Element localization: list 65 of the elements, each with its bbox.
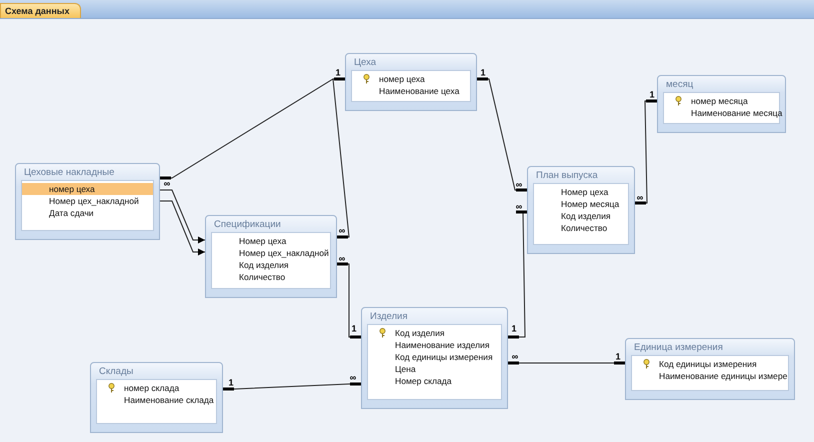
field-name: Номер склада	[395, 376, 452, 386]
cardinality-label: 1	[616, 352, 620, 362]
field-name: Количество	[561, 223, 608, 233]
cardinality-label: 1	[228, 378, 234, 388]
field-name: номер склада	[124, 383, 180, 393]
relationship-line	[336, 262, 362, 338]
relationship-line	[476, 78, 528, 192]
field-name: Номер цеха	[239, 236, 286, 246]
table-title: Цеховые накладные	[24, 167, 114, 178]
field-name: Код изделия	[395, 328, 445, 338]
table-window	[527, 166, 635, 254]
field-name: Номер цеха	[561, 187, 608, 197]
table-title: Цеха	[354, 57, 376, 68]
field-name: номер цеха	[49, 184, 95, 194]
table-title: Изделия	[370, 311, 408, 322]
table-title: Спецификации	[214, 219, 281, 230]
table-window	[15, 163, 160, 240]
field-name: номер цеха	[379, 74, 425, 84]
cardinality-label: ∞	[350, 374, 356, 382]
field-name: Наименование склада	[124, 395, 214, 405]
field-name: Количество	[239, 272, 286, 282]
field-name: Код изделия	[239, 260, 289, 270]
table-title: План выпуска	[536, 170, 598, 181]
table-window	[361, 307, 508, 409]
table-title: Склады	[99, 366, 134, 377]
table-window	[657, 75, 786, 133]
field-name: Цена	[395, 364, 416, 374]
cardinality-label: 1	[480, 68, 486, 78]
relationship-line	[506, 210, 528, 338]
cardinality-label: 1	[336, 68, 340, 78]
cardinality-label: ∞	[338, 226, 346, 236]
table-title: Единица измерения	[634, 342, 723, 353]
relationship-line	[634, 100, 658, 204]
relationship-line	[160, 190, 206, 244]
field-name: Код единицы измерения	[395, 352, 493, 362]
field-name: Номер цех_накладной	[239, 248, 329, 258]
relationship-line	[222, 382, 362, 390]
cardinality-label: 1	[650, 90, 654, 100]
relationship-line	[506, 362, 626, 364]
cardinality-label: 1	[352, 324, 356, 334]
field-name: Код изделия	[561, 211, 611, 221]
field-name: Номер цех_накладной	[49, 196, 139, 206]
field-name: Наименование изделия	[395, 340, 490, 350]
table-window	[205, 215, 337, 298]
table-title: месяц	[666, 79, 694, 90]
table-window	[625, 338, 795, 400]
relationship-line	[332, 78, 350, 238]
field-name: Наименование единицы измере	[659, 371, 788, 381]
cardinality-label: ∞	[338, 254, 346, 264]
cardinality-label: ∞	[516, 202, 522, 212]
cardinality-label: ∞	[516, 180, 522, 190]
table-window	[90, 362, 223, 433]
cardinality-label: 1	[512, 324, 516, 334]
field-name: Дата сдачи	[49, 208, 94, 218]
field-name: Номер месяца	[561, 199, 620, 209]
cardinality-label: ∞	[164, 180, 170, 188]
field-name: Код единицы измерения	[659, 359, 757, 369]
relationship-line	[160, 200, 206, 256]
field-name: Наименование месяца	[691, 108, 782, 118]
cardinality-label: ∞	[512, 352, 518, 362]
cardinality-label: ∞	[636, 194, 644, 202]
field-name: Наименование цеха	[379, 86, 460, 96]
tab: Схема данных	[0, 3, 80, 18]
table-window	[345, 53, 477, 111]
field-name: номер месяца	[691, 96, 748, 106]
